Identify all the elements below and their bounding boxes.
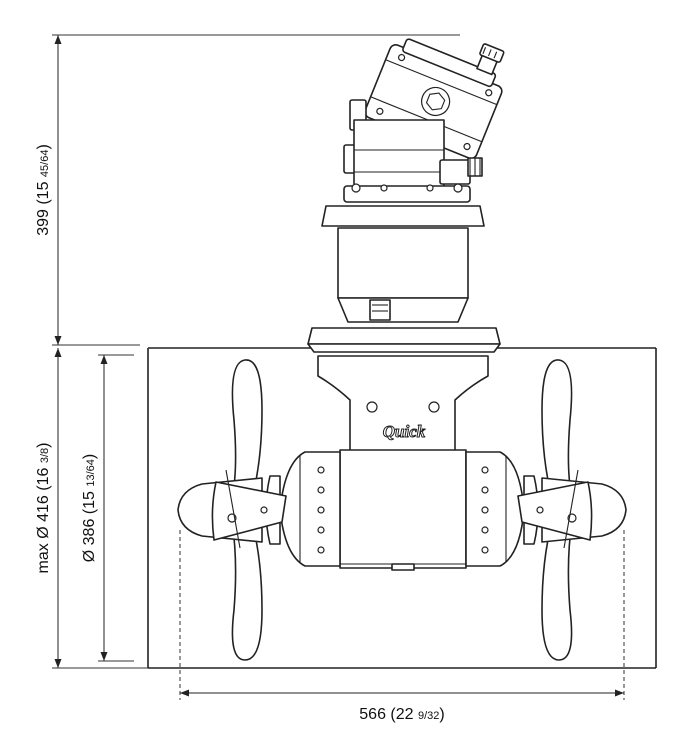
left-propeller xyxy=(177,359,287,661)
dimension-height-total: 399 (15 45/64) xyxy=(35,34,460,346)
dimension-label-width: 566 (22 9/32) xyxy=(359,706,444,723)
dimension-label-max-diameter: max Ø 416 (16 3/8) xyxy=(35,443,52,574)
dimension-label-tunnel-diameter: Ø 386 (15 13/64) xyxy=(81,454,98,562)
right-propeller xyxy=(517,359,627,661)
dimension-max-diameter: max Ø 416 (16 3/8) xyxy=(35,348,148,669)
brand-logo: Quick xyxy=(383,422,426,441)
dimension-overall-width: 566 (22 9/32) xyxy=(179,530,625,723)
gearbox-body xyxy=(339,449,467,571)
mounting-housing xyxy=(307,205,501,353)
dimension-tunnel-diameter: Ø 386 (15 13/64) xyxy=(81,354,134,662)
gear-leg: Quick xyxy=(317,355,489,463)
hydraulic-motor xyxy=(343,38,505,203)
tunnel-tube xyxy=(147,347,657,669)
dimension-label-height: 399 (15 45/64) xyxy=(35,144,52,236)
